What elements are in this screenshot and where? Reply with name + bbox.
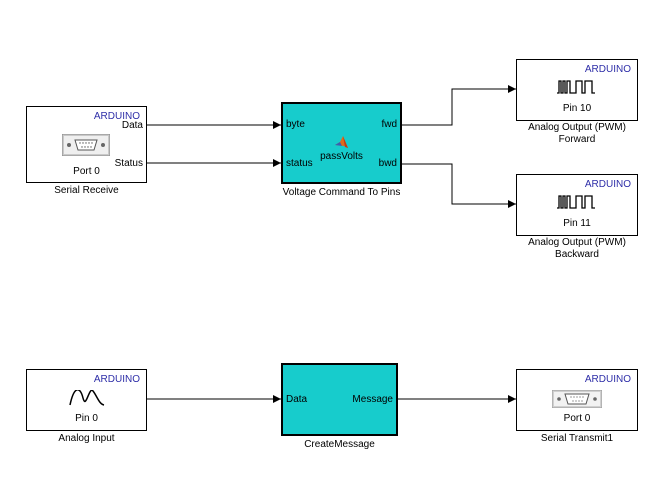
pwm-backward-block[interactable]: ARDUINO Pin 11	[516, 174, 638, 236]
pin-label: Pin 0	[75, 413, 98, 424]
wire-fwd-to-pwm-forward[interactable]	[401, 85, 516, 126]
input-port-data[interactable]: Data	[286, 394, 308, 405]
brand-label: ARDUINO	[93, 374, 140, 385]
pin-label: Pin 11	[563, 218, 591, 229]
serial-port-connector-icon	[62, 134, 110, 156]
brand-label: ARDUINO	[584, 64, 631, 75]
pwm-backward-caption: Analog Output (PWM) Backward	[496, 237, 658, 261]
create-message-block[interactable]: Data Message	[281, 363, 398, 436]
output-port-message[interactable]: Message	[352, 394, 393, 405]
input-port-byte[interactable]: byte	[286, 119, 305, 130]
caption-line-1: Analog Output (PWM)	[528, 237, 626, 248]
caption-line-1: Analog Output (PWM)	[528, 122, 626, 133]
wire-bwd-to-pwm-backward[interactable]	[401, 163, 516, 208]
output-port-data[interactable]: Data	[121, 120, 143, 131]
brand-label: ARDUINO	[93, 111, 140, 122]
pwm-waveform-icon	[557, 195, 595, 209]
output-port-fwd[interactable]: fwd	[381, 119, 397, 130]
serial-receive-caption: Serial Receive	[54, 185, 119, 196]
brand-label: ARDUINO	[584, 179, 631, 190]
sine-wave-icon	[69, 390, 105, 406]
voltage-command-block[interactable]: byte status fwd bwd passVolts	[281, 102, 402, 184]
function-name-label: passVolts	[320, 151, 363, 162]
serial-receive-block[interactable]: ARDUINO Data Status Port 0	[26, 106, 147, 183]
port-label: Port 0	[563, 413, 591, 424]
analog-input-block[interactable]: ARDUINO Pin 0	[26, 369, 147, 431]
brand-label: ARDUINO	[584, 374, 631, 385]
caption-line-2: Backward	[555, 249, 599, 260]
matlab-logo-icon	[335, 136, 348, 148]
input-port-status[interactable]: status	[286, 158, 313, 169]
pwm-forward-block[interactable]: ARDUINO Pin 10	[516, 59, 638, 121]
output-port-bwd[interactable]: bwd	[378, 158, 397, 169]
pwm-forward-caption: Analog Output (PWM) Forward	[496, 122, 658, 146]
caption-line-2: Forward	[558, 134, 596, 145]
output-port-status[interactable]: Status	[114, 158, 143, 169]
voltage-command-caption: Voltage Command To Pins	[282, 187, 401, 198]
analog-input-caption: Analog Input	[58, 433, 115, 444]
port-label: Port 0	[73, 166, 100, 177]
serial-transmit-block[interactable]: ARDUINO Port 0	[516, 369, 638, 431]
serial-transmit-caption: Serial Transmit1	[540, 433, 614, 444]
create-message-caption: CreateMessage	[304, 439, 375, 450]
pwm-waveform-icon	[557, 80, 595, 94]
pin-label: Pin 10	[562, 103, 592, 114]
serial-port-connector-icon	[552, 390, 602, 408]
